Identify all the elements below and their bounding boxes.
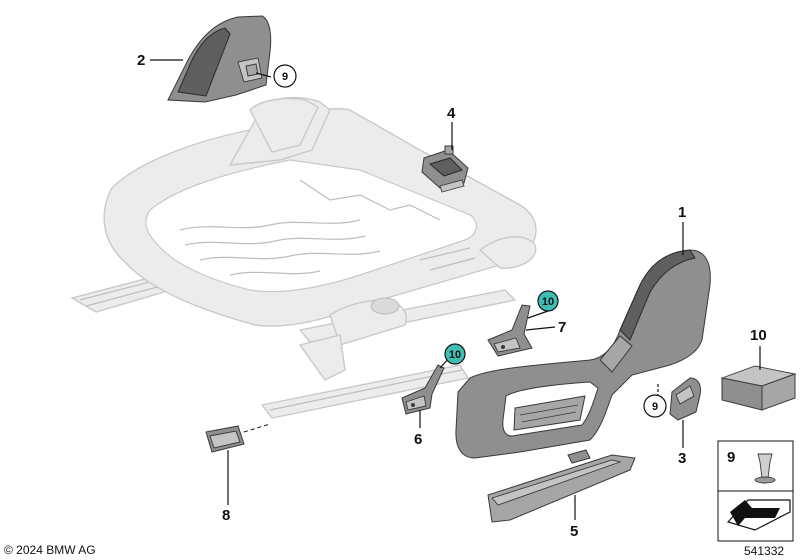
part-3-cap <box>669 377 701 421</box>
label-3: 3 <box>678 450 686 467</box>
callout-9b: 9 <box>643 394 667 418</box>
label-7: 7 <box>558 319 566 336</box>
part-8-leader-dashed <box>243 423 271 433</box>
leader-7 <box>525 326 556 331</box>
label-5: 5 <box>570 523 578 540</box>
leader-lines <box>150 59 761 520</box>
copyright-text: © 2024 BMW AG <box>4 543 96 557</box>
part-7-bracket <box>487 304 533 357</box>
callout-10b: 10 <box>444 343 466 365</box>
drawing-number: 541332 <box>744 544 784 558</box>
part-5-lower-trim <box>487 449 636 523</box>
legend-label-9: 9 <box>727 449 735 466</box>
direction-arrow-icon <box>726 499 791 531</box>
rivet-icon <box>754 453 776 484</box>
part-6-bracket <box>401 364 445 415</box>
label-2: 2 <box>137 52 145 69</box>
part-10-pad <box>720 365 797 411</box>
label-1: 1 <box>678 204 686 221</box>
label-8: 8 <box>222 507 230 524</box>
part-2-rear-trim <box>167 15 272 103</box>
leader-10a <box>527 310 549 319</box>
part-8-clip <box>205 425 245 453</box>
seat-frame <box>70 96 537 419</box>
label-10: 10 <box>750 327 767 344</box>
callout-9b-label: 9 <box>652 401 658 413</box>
callout-10a-label: 10 <box>542 296 554 308</box>
part-1-side-trim <box>455 249 711 459</box>
label-6: 6 <box>414 431 422 448</box>
leader-9a <box>255 72 272 78</box>
callout-9a: 9 <box>273 64 297 88</box>
callout-9a-label: 9 <box>282 71 288 83</box>
callout-10b-label: 10 <box>449 349 461 361</box>
part-4-switch <box>421 145 469 193</box>
callout-10a: 10 <box>537 290 559 312</box>
label-4: 4 <box>447 105 456 122</box>
legend-panel <box>717 440 794 542</box>
